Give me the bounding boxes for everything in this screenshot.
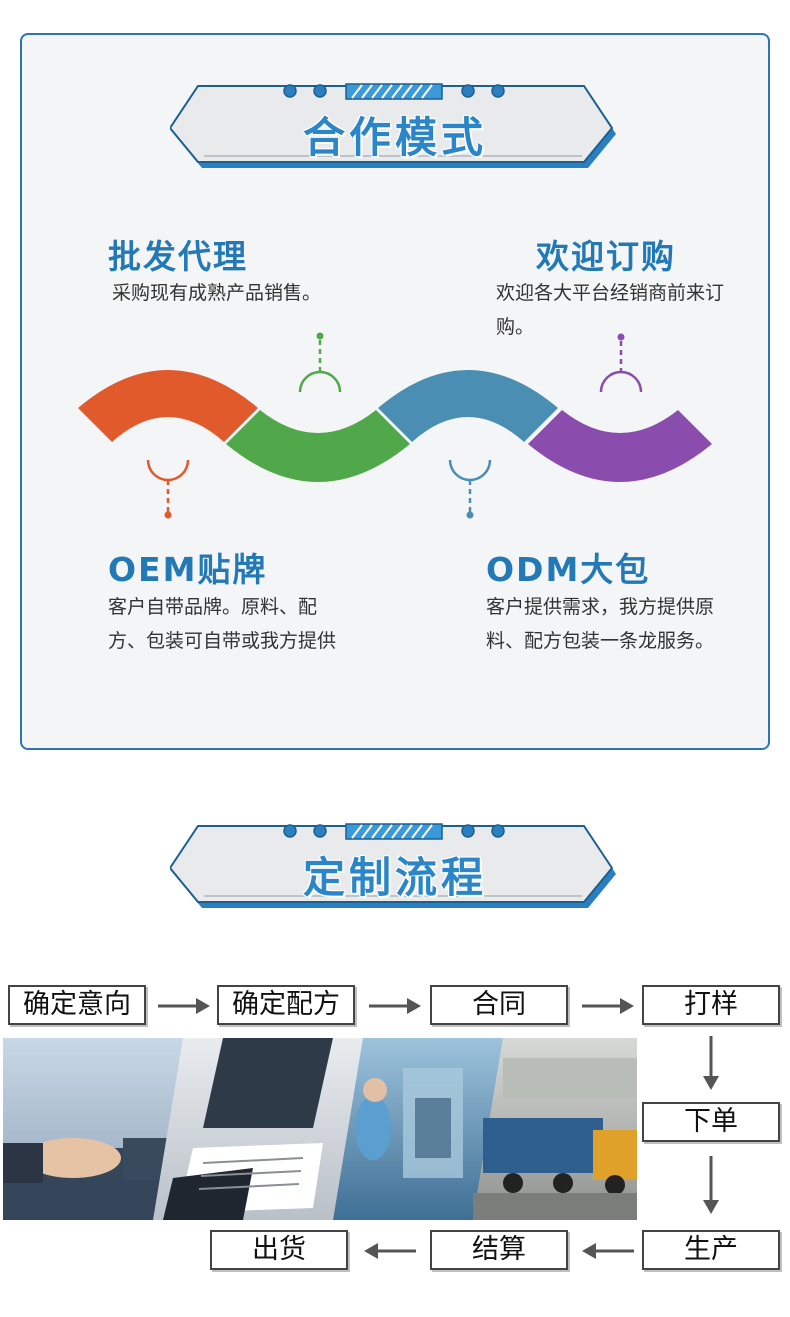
process-photo-collage [3,1038,637,1220]
arrow-right-icon [158,998,210,1014]
mode-heading-order: 欢迎订购 [536,237,676,276]
step-order: 下单 [642,1102,780,1142]
step-produce: 生产 [642,1230,780,1270]
arrow-right-icon [369,998,421,1014]
step-settle: 结算 [430,1230,568,1270]
mode-desc-order: 欢迎各大平台经销商前来订购。 [496,282,725,338]
arrow-right-icon [582,998,634,1014]
mode-desc-wholesale: 采购现有成熟产品销售。 [112,282,322,304]
mode-heading-wholesale: 批发代理 [108,237,248,276]
mode-wave-graphic [78,332,712,519]
mode-heading-oem: OEM贴牌 [108,550,268,589]
wave-segment-green [226,410,410,482]
step-sample: 打样 [642,985,780,1025]
wave-segment-purple [528,410,712,482]
arrow-down-icon [703,1036,719,1090]
wave-segment-blue [378,370,558,442]
step-contract: 合同 [430,985,568,1025]
step-confirm-intent: 确定意向 [8,985,146,1025]
process-banner: 定制流程 [170,822,620,912]
photo-collage-image [3,1038,637,1220]
process-title: 定制流程 [302,853,487,902]
arrow-left-icon [582,1243,634,1259]
banner-frame-icon [170,823,616,908]
cooperation-title: 合作模式 [302,113,487,162]
mode-desc-odm: 客户提供需求，我方提供原料、配方包装一条龙服务。 [486,596,715,652]
wave-segment-orange [78,370,258,442]
arrow-down-icon [703,1156,719,1214]
cooperation-banner: 合作模式 [170,82,620,172]
mode-desc-oem: 客户自带品牌。原料、配方、包装可自带或我方提供 [108,596,337,652]
banner-frame-icon [170,83,616,168]
arrow-left-icon [364,1243,416,1259]
step-ship: 出货 [210,1230,348,1270]
mode-heading-odm: ODM大包 [486,550,651,589]
step-confirm-formula: 确定配方 [217,985,355,1025]
